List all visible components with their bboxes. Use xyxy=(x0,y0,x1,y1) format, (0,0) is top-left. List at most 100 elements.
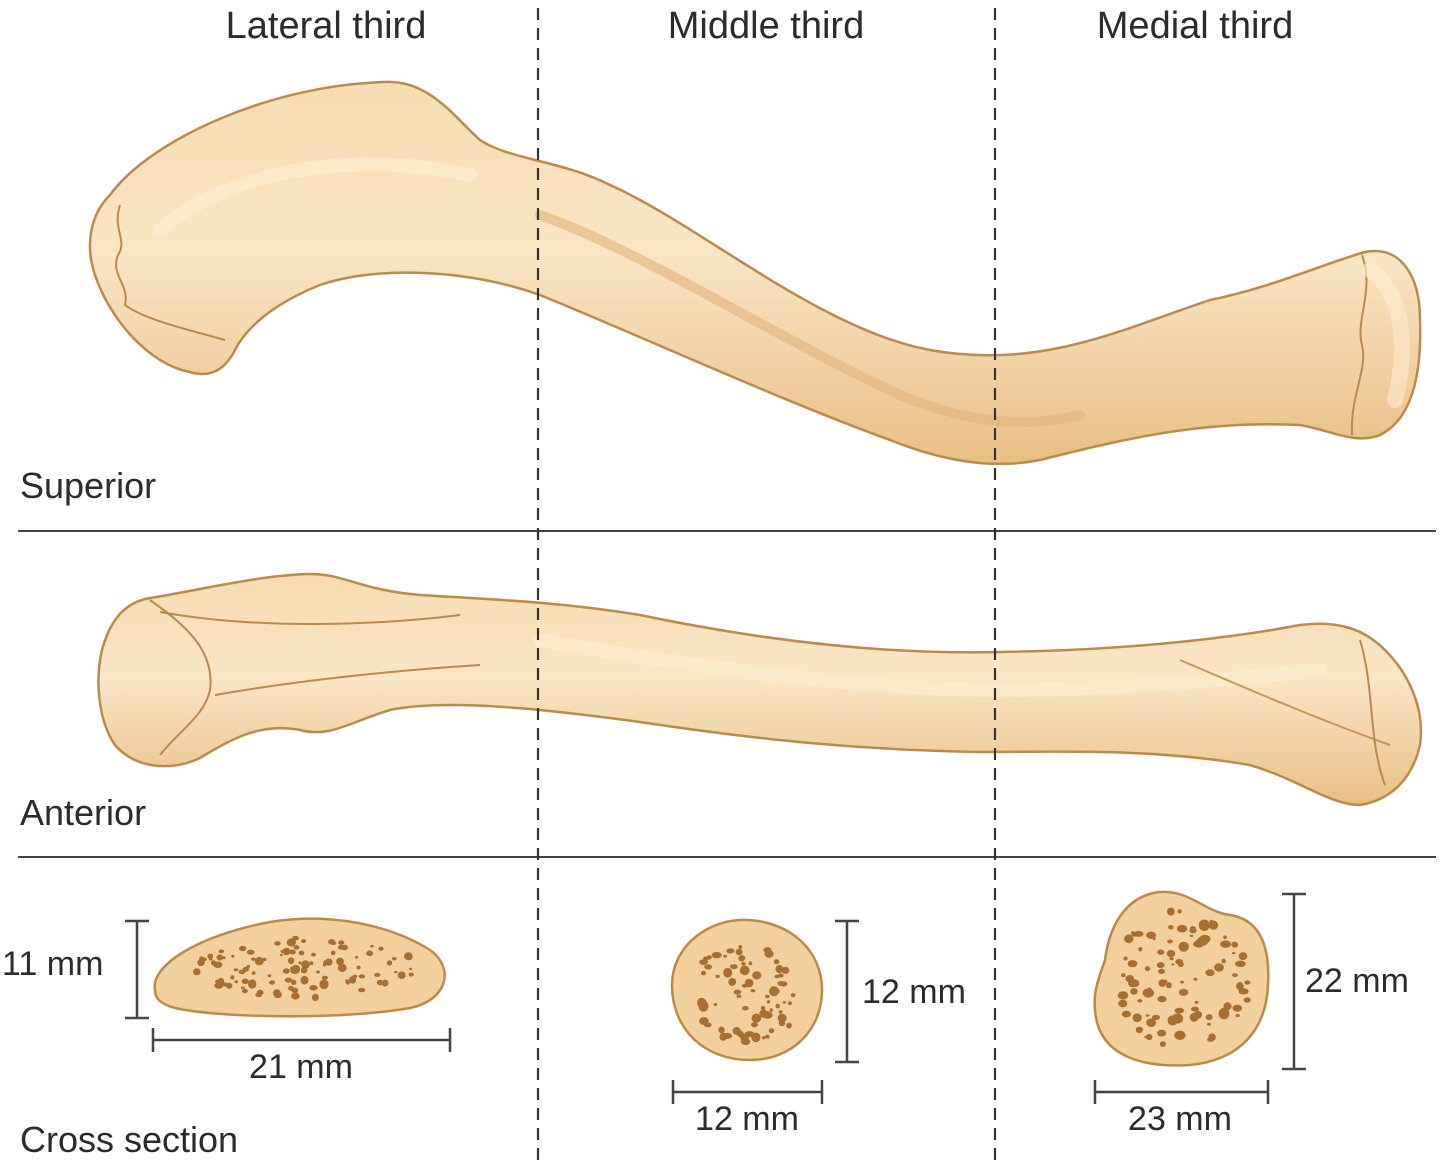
marrow-dot xyxy=(765,1034,770,1039)
marrow-dot xyxy=(282,968,290,974)
marrow-dot xyxy=(241,988,248,994)
marrow-dot xyxy=(779,981,788,987)
marrow-dot xyxy=(254,957,264,966)
marrow-dot xyxy=(1206,1022,1211,1026)
marrow-dot xyxy=(1244,980,1251,985)
marrow-dot xyxy=(404,952,413,961)
marrow-dot xyxy=(1133,930,1144,937)
marrow-dot xyxy=(1132,1013,1142,1023)
marrow-dot xyxy=(1235,1014,1240,1017)
marrow-dot xyxy=(301,966,308,974)
marrow-dot xyxy=(775,964,784,974)
marrow-dot xyxy=(786,1022,792,1029)
marrow-middle xyxy=(697,945,796,1046)
marrow-dot xyxy=(1146,1033,1153,1041)
marrow-dot xyxy=(287,957,295,964)
cross-section-lateral: 11 mm 21 mm xyxy=(2,917,452,1086)
marrow-dot xyxy=(751,1022,758,1028)
anterior-shaft-highlight xyxy=(533,633,1327,698)
marrow-dot xyxy=(1121,973,1126,978)
marrow-dot xyxy=(760,1005,766,1011)
marrow-dot xyxy=(273,989,281,998)
marrow-dot xyxy=(231,954,235,958)
marrow-dot xyxy=(286,938,296,947)
marrow-dot xyxy=(193,968,201,976)
marrow-dot xyxy=(769,1008,773,1012)
marrow-dot xyxy=(739,1034,748,1039)
marrow-dot xyxy=(1194,1000,1199,1004)
marrow-dot xyxy=(779,1017,784,1022)
marrow-dot xyxy=(699,1017,709,1025)
marrow-dot xyxy=(790,993,796,998)
marrow-dot xyxy=(1125,975,1134,983)
marrow-dot xyxy=(1243,997,1251,1003)
marrow-dot xyxy=(238,969,246,975)
marrow-dot xyxy=(301,939,306,944)
marrow-dot xyxy=(735,948,743,956)
marrow-dot xyxy=(328,959,333,963)
marrow-dot xyxy=(1138,947,1143,952)
marrow-dot xyxy=(309,961,314,966)
marrow-dot xyxy=(397,971,406,979)
marrow-dot xyxy=(701,970,706,976)
marrow-dot xyxy=(284,977,293,983)
marrow-dot xyxy=(765,994,770,999)
marrow-dot xyxy=(1214,963,1224,972)
marrow-dot xyxy=(1189,934,1194,938)
cross-section-middle: 12 mm 12 mm xyxy=(670,918,966,1138)
marrow-dot xyxy=(355,955,359,959)
marrow-dot xyxy=(1156,962,1165,969)
anterior-medial-ridge xyxy=(1179,659,1391,746)
marrow-dot xyxy=(1171,963,1175,966)
marrow-dot xyxy=(311,993,319,1002)
marrow-dot xyxy=(738,955,745,962)
marrow-dot xyxy=(1231,952,1236,955)
marrow-dot xyxy=(234,980,239,984)
marrow-dot xyxy=(1178,988,1189,996)
marrow-dot xyxy=(1179,980,1185,984)
marrow-dot xyxy=(369,945,374,948)
marrow-dot xyxy=(718,1026,725,1034)
superior-conoid-highlight xyxy=(153,157,477,237)
marrow-dot xyxy=(728,978,737,986)
marrow-dot xyxy=(251,971,256,975)
marrow-dot xyxy=(337,944,346,950)
marrow-dot xyxy=(1177,961,1184,968)
marrow-dot xyxy=(1166,950,1176,958)
marrow-dot xyxy=(1177,909,1182,914)
marrow-dot xyxy=(723,967,733,978)
marrow-dot xyxy=(740,1038,751,1046)
column-label-lateral: Lateral third xyxy=(226,5,427,47)
marrow-dot xyxy=(269,980,276,985)
marrow-dot xyxy=(1193,940,1203,948)
marrow-dot xyxy=(1152,1014,1160,1021)
anterior-upper-ridge xyxy=(159,611,461,625)
marrow-dot xyxy=(762,1036,766,1040)
marrow-dot xyxy=(358,987,366,993)
marrow-dot xyxy=(1207,1037,1215,1042)
marrow-dot xyxy=(739,965,750,976)
marrow-dot xyxy=(366,950,374,957)
marrow-dot xyxy=(730,964,738,970)
marrow-dot xyxy=(290,969,294,973)
marrow-dot xyxy=(1167,939,1173,944)
marrow-dot xyxy=(1165,982,1172,989)
marrow-dot xyxy=(1174,1030,1186,1041)
marrow-dot xyxy=(225,982,233,989)
marrow-dot xyxy=(1191,1006,1199,1012)
marrow-dot xyxy=(336,957,344,966)
marrow-dot xyxy=(766,1000,771,1004)
marrow-dot xyxy=(742,1005,749,1011)
marrow-dot xyxy=(255,992,263,998)
marrow-dot xyxy=(719,1032,728,1041)
marrow-dot xyxy=(292,935,299,941)
marrow-dot xyxy=(763,1011,773,1019)
marrow-dot xyxy=(218,949,225,954)
marrow-dot xyxy=(345,979,349,982)
marrow-dot xyxy=(248,979,257,989)
marrow-dot xyxy=(1220,1011,1224,1015)
anterior-clavicle xyxy=(97,572,1423,807)
marrow-dot xyxy=(1157,1029,1167,1037)
